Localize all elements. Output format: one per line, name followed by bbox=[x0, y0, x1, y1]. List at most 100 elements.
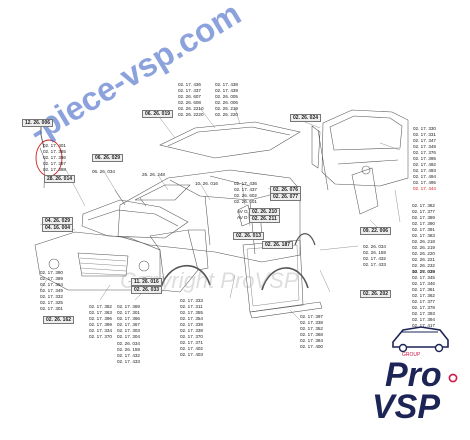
bonnet bbox=[81, 199, 189, 239]
part-number: 02. 17. 437 bbox=[178, 88, 201, 93]
box-02-26-187: 02. 26. 187 bbox=[262, 241, 294, 249]
part-number: 02. 17. 495 bbox=[413, 180, 436, 185]
front-bumper bbox=[34, 231, 165, 291]
label-10-26-016: 10. 26. 016 bbox=[195, 181, 218, 187]
part-number: AV G bbox=[237, 209, 248, 214]
part-number: 02. 26. 220 bbox=[412, 251, 435, 256]
part-number: 02. 17. 371 bbox=[180, 340, 203, 345]
box-02-26-211: 02. 26. 211 bbox=[249, 215, 280, 223]
part-number: 02. 26. 608 bbox=[178, 100, 201, 105]
part-number: 02. 26. 607 bbox=[178, 94, 201, 99]
front-grille bbox=[77, 252, 129, 277]
part-number: 02. 17. 394 bbox=[412, 317, 435, 322]
part-number: 02. 26. 601 bbox=[234, 199, 257, 204]
part-number: 02. 17. 437 bbox=[234, 187, 257, 192]
part-number: 02. 17. 348 bbox=[413, 144, 436, 149]
part-number: 02. 17. 400 bbox=[300, 344, 323, 349]
part-number: 02. 26. 034 bbox=[363, 244, 386, 249]
part-number: 02. 17. 370 bbox=[180, 334, 203, 339]
part-number: 02. 17. 439 bbox=[215, 88, 238, 93]
part-number: 02. 17. 387 bbox=[43, 161, 66, 166]
part-number: 02. 17. 391 bbox=[412, 227, 435, 232]
part-number: 02. 17. 432 bbox=[363, 256, 386, 261]
part-number: 02. 26. 219 bbox=[412, 245, 435, 250]
part-number: 02. 26. 602 bbox=[234, 193, 257, 198]
part-number: 02. 26. 2210 bbox=[178, 106, 204, 111]
part-number: 02. 26. 220 bbox=[215, 112, 238, 117]
part-number: 02. 17. 332 bbox=[40, 294, 63, 299]
part-number: 02. 17. 354 bbox=[180, 316, 203, 321]
part-number: 02. 17. 355 bbox=[180, 310, 203, 315]
part-number: 02. 17. 386 bbox=[43, 155, 66, 160]
part-number: 02. 17. 370 bbox=[89, 334, 112, 339]
part-number: 02. 17. 401 bbox=[43, 143, 66, 148]
part-number: 02. 17. 364 bbox=[40, 282, 63, 287]
part-number: 02. 17. 369 bbox=[117, 304, 140, 309]
part-number: 02. 17. 363 bbox=[89, 310, 112, 315]
rear-hatch-outline bbox=[321, 109, 409, 187]
box-12-26-006: 12. 26. 006 bbox=[22, 119, 54, 127]
part-number: 02. 17. 436 bbox=[178, 82, 201, 87]
part-number: 02. 17. 325 bbox=[40, 300, 63, 305]
part-number: 02. 17. 377 bbox=[412, 299, 435, 304]
box-04-16-004: 04. 16. 004 bbox=[42, 224, 74, 232]
part-number: 02. 17. 301 bbox=[40, 306, 63, 311]
part-number: 02. 17. 368 bbox=[300, 332, 323, 337]
part-number: 02. 17. 396 bbox=[89, 316, 112, 321]
box-02-26-013: 02. 26. 013 bbox=[233, 232, 265, 240]
part-number: 02. 17. 388 bbox=[43, 167, 66, 172]
front-foglight-right bbox=[138, 260, 150, 272]
part-number: 02. 17. 333 bbox=[180, 298, 203, 303]
logo-word-vsp: VSP bbox=[372, 388, 441, 426]
part-number: 02. 17. 433 bbox=[363, 262, 386, 267]
part-number: 02. 17. 492 bbox=[413, 162, 436, 167]
part-number: 06. 26. 034 bbox=[92, 169, 115, 174]
part-number: 02. 26. 221 bbox=[412, 257, 435, 262]
part-number: 02. 17. 311 bbox=[180, 304, 203, 309]
part-number: 02. 17. 376 bbox=[413, 150, 436, 155]
part-number: 02. 17. 367 bbox=[117, 322, 140, 327]
part-number: 02. 17. 389 bbox=[412, 215, 435, 220]
part-number: 02. 26. 006 bbox=[215, 100, 238, 105]
part-number: 02. 26. 159 bbox=[363, 250, 386, 255]
part-number: 02. 17. 403 bbox=[180, 352, 203, 357]
part-number: 10. 26. 016 bbox=[412, 269, 435, 274]
part-number: 02. 17. 402 bbox=[180, 346, 203, 351]
part-number: 02. 17. 444 bbox=[413, 186, 436, 191]
wheel-arch-trim-rear bbox=[261, 267, 309, 291]
part-number: AV D bbox=[237, 215, 248, 220]
wheel-arch-trim-front bbox=[159, 265, 211, 293]
rear-hatch-window bbox=[329, 115, 403, 151]
roof-panel bbox=[159, 121, 301, 159]
part-number: 02. 17. 349 bbox=[40, 288, 63, 293]
part-number: 02. 17. 347 bbox=[413, 138, 436, 143]
part-number: 02. 17. 382 bbox=[89, 304, 112, 309]
part-number: 02. 17. 338 bbox=[180, 328, 203, 333]
box-06-26-019: 06. 26. 019 bbox=[142, 110, 174, 118]
part-number: 02. 17. 383 bbox=[412, 233, 435, 238]
box-02-26-162: 02. 26. 162 bbox=[43, 316, 75, 324]
part-number: 02. 17. 493 bbox=[413, 168, 436, 173]
part-number: 02. 17. 329 bbox=[412, 269, 435, 274]
part-number: 02. 17. 397 bbox=[300, 314, 323, 319]
part-number: 26. 26. 248 bbox=[142, 172, 165, 177]
logo-word-pro: Pro bbox=[385, 356, 442, 394]
box-02-26-077: 02. 26. 077 bbox=[270, 193, 302, 201]
part-number: 02. 17. 301 bbox=[117, 310, 140, 315]
part-number: 02. 17. 417 bbox=[412, 323, 435, 328]
part-number: 02. 26. 2220 bbox=[178, 112, 204, 117]
part-number: 02. 17. 438 bbox=[215, 82, 238, 87]
part-number: 02. 26. 218 bbox=[412, 239, 435, 244]
part-number: 02. 17. 433 bbox=[117, 359, 140, 364]
box-06-26-029: 06. 26. 029 bbox=[92, 154, 124, 162]
logo-tagline: GROUP bbox=[402, 352, 421, 358]
